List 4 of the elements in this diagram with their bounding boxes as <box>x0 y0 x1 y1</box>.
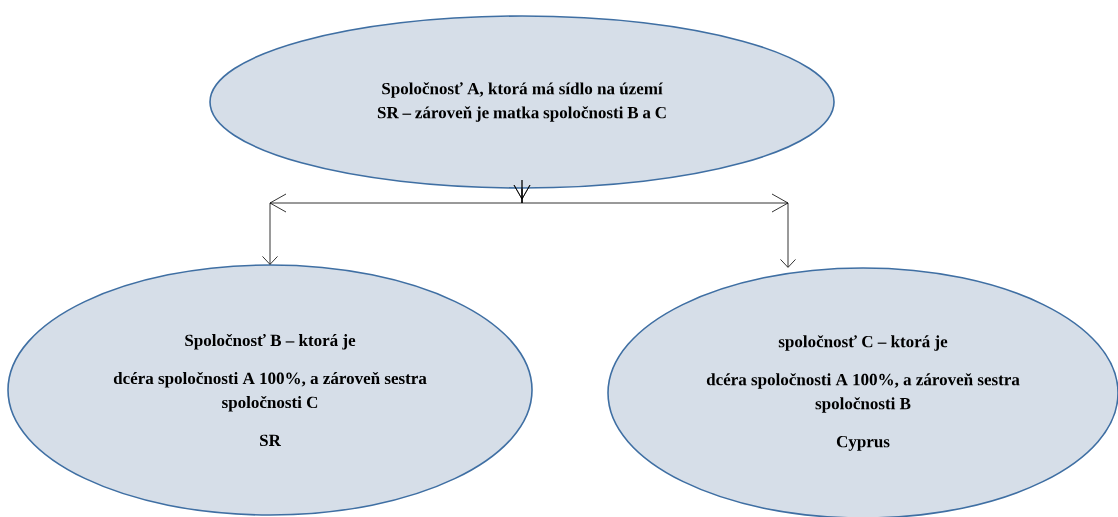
ellipse-node: spoločnosť C – ktorá je dcéra spoločnosti A 100%, a zároveň sestra spoločnosti B Cyprus <box>607 267 1118 517</box>
ellipse-node: Spoločnosť A, ktorá má sídlo na území SR – zároveň je matka spoločnosti B a C <box>209 15 835 189</box>
connector-arrow <box>513 179 796 268</box>
ellipse-node: Spoločnosť B – ktorá je dcéra spoločnosti A 100%, a zároveň sestra spoločnosti C SR <box>7 264 533 516</box>
